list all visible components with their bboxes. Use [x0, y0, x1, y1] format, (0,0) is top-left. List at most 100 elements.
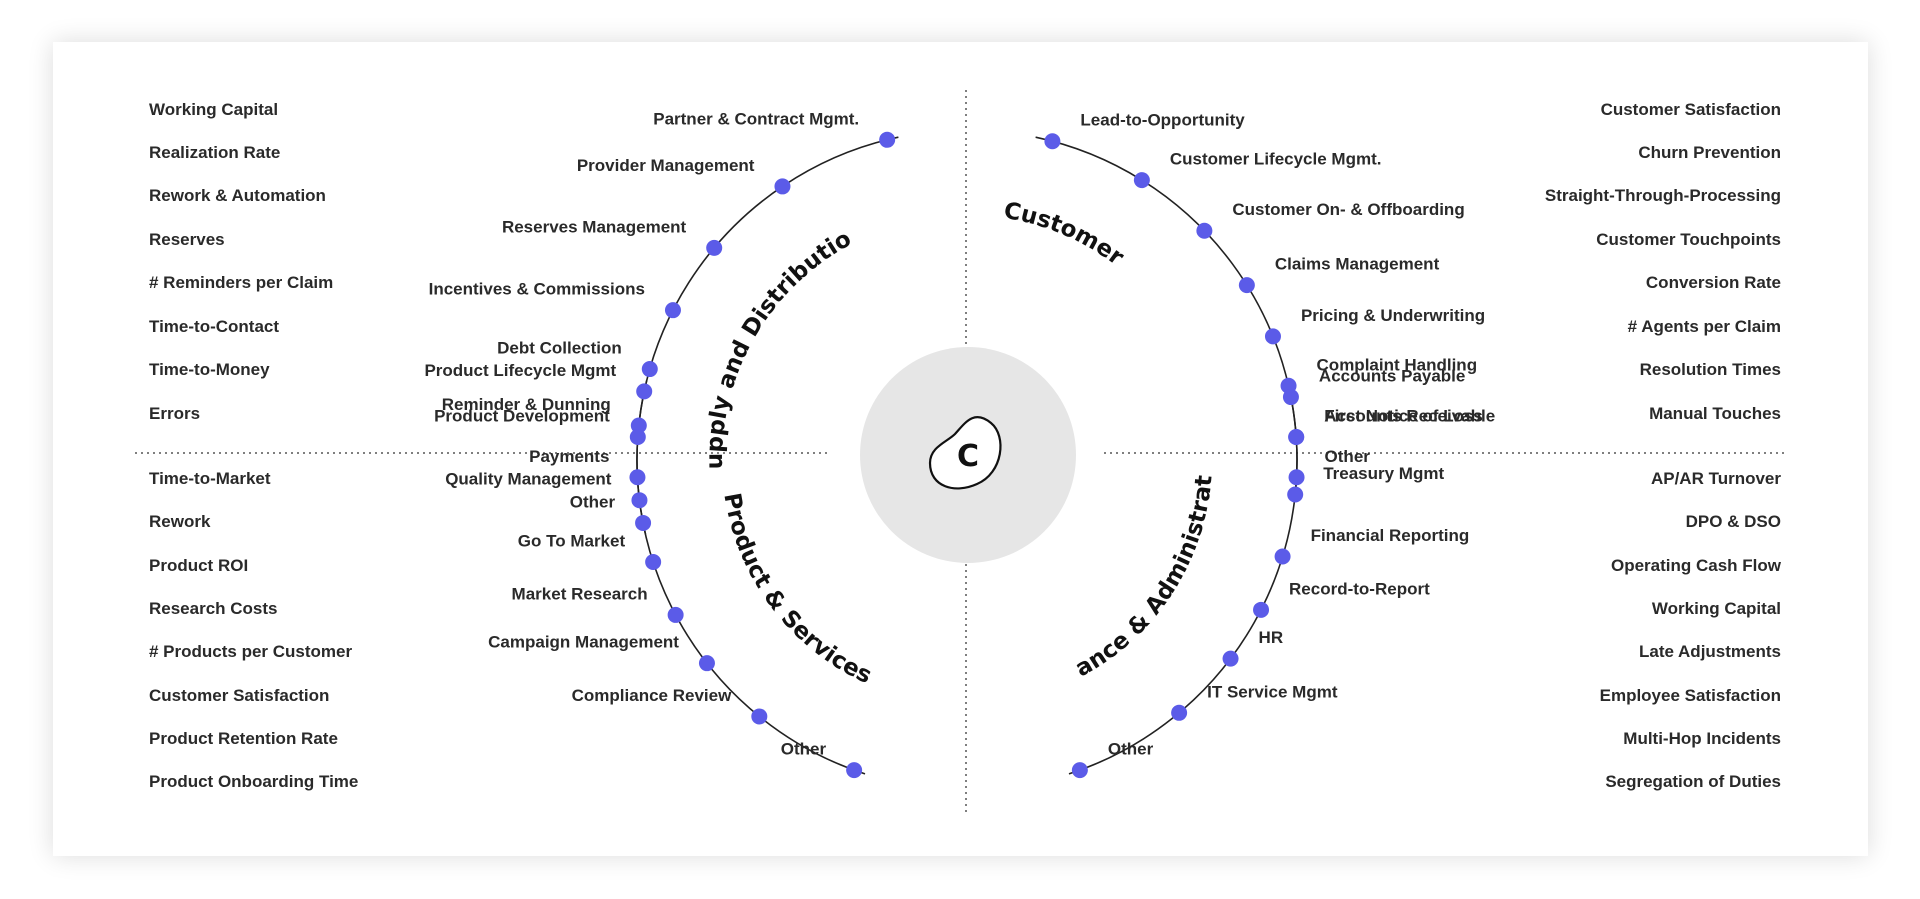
finance-kpi-item: DPO & DSO	[1685, 512, 1781, 531]
product-process-dot	[698, 655, 715, 672]
finance-process-dot	[1287, 486, 1304, 503]
process-labels: Partner & Contract Mgmt. Provider Managem…	[424, 109, 1495, 758]
product-process-label: Product Lifecycle Mgmt	[424, 361, 616, 380]
finance-process-dot	[1222, 650, 1239, 667]
customer-kpi-item: Customer Satisfaction	[1600, 100, 1781, 119]
supply-process-dot	[879, 131, 896, 148]
supply-kpi-item: Time-to-Contact	[149, 317, 280, 336]
supply-kpi-item: Rework & Automation	[149, 186, 326, 205]
finance-kpi-item: Segregation of Duties	[1605, 772, 1781, 791]
finance-process-label: Accounts Receivable	[1324, 406, 1495, 425]
product-process-label: Campaign Management	[488, 633, 679, 652]
supply-process-label: Incentives & Commissions	[429, 280, 645, 299]
supply-process-label: Other	[570, 492, 616, 511]
customer-kpi-item: Manual Touches	[1649, 404, 1781, 423]
finance-kpi-item: Multi-Hop Incidents	[1623, 729, 1781, 748]
finance-arc	[1068, 385, 1298, 775]
product-process-label: Go To Market	[518, 531, 626, 550]
supply-kpi-item: Realization Rate	[149, 143, 281, 162]
supply-process-dot	[635, 514, 652, 531]
finance-process-label: Treasury Mgmt	[1323, 464, 1444, 483]
process-wheel: C Partner & Contract Mgmt. Provider Manag…	[53, 42, 1788, 812]
customer-title: Customer	[1002, 198, 1129, 271]
finance-process-dot	[1288, 428, 1305, 445]
finance-process-dot	[1282, 389, 1299, 406]
center-hub: C	[860, 347, 1076, 563]
product-process-label: Quality Management	[445, 470, 612, 489]
finance-process-label: Record-to-Report	[1289, 579, 1430, 598]
supply-process-label: Reserves Management	[502, 217, 687, 236]
customer-process-label: Lead-to-Opportunity	[1080, 111, 1245, 130]
supply-process-dot	[664, 302, 681, 319]
product-kpi-item: Product Retention Rate	[149, 729, 338, 748]
finance-process-dot	[1253, 601, 1270, 618]
blob-logo-icon	[928, 416, 1002, 490]
product-process-dot	[751, 708, 768, 725]
product-process-label: Compliance Review	[572, 686, 732, 705]
supply-process-label: Debt Collection	[497, 339, 622, 358]
supply-kpi-item: Time-to-Money	[149, 360, 270, 379]
product-process-label: Product Development	[434, 406, 610, 425]
product-process-dot	[645, 553, 662, 570]
finance-kpi-item: Working Capital	[1651, 599, 1781, 618]
product-process-dot	[629, 428, 646, 445]
customer-arc	[1035, 136, 1298, 489]
customer-process-label: Customer On- & Offboarding	[1232, 200, 1464, 219]
customer-kpi-item: # Agents per Claim	[1627, 317, 1781, 336]
finance-process-label: Financial Reporting	[1311, 526, 1470, 545]
process-dots	[629, 131, 1305, 779]
customer-process-dot	[1044, 133, 1061, 150]
finance-process-dot	[1071, 762, 1088, 779]
supply-process-dot	[629, 469, 646, 486]
customer-process-dot	[1264, 328, 1281, 345]
finance-process-label: HR	[1259, 628, 1284, 647]
product-kpi-item: # Products per Customer	[149, 642, 353, 661]
product-kpi-item: Rework	[149, 512, 211, 531]
process-arcs	[636, 136, 1298, 775]
supply-kpi-item: # Reminders per Claim	[149, 273, 334, 292]
customer-process-label: First Notice of Loss	[1324, 406, 1483, 425]
customer-process-dot	[1288, 469, 1305, 486]
customer-kpi-item: Straight-Through-Processing	[1544, 186, 1781, 205]
product-kpi-item: Customer Satisfaction	[149, 686, 330, 705]
customer-kpi-item: Resolution Times	[1639, 360, 1781, 379]
finance-kpi-item: Employee Satisfaction	[1599, 686, 1781, 705]
supply-process-dot	[641, 361, 658, 378]
supply-process-label: Reminder & Dunning	[442, 395, 611, 414]
customer-process-label: Complaint Handling	[1317, 355, 1478, 374]
customer-process-label: Other	[1325, 447, 1371, 466]
supply-process-label: Partner & Contract Mgmt.	[653, 109, 859, 128]
finance-kpi-item: AP/AR Turnover	[1650, 469, 1781, 488]
supply-process-dot	[706, 239, 723, 256]
customer-process-label: Claims Management	[1275, 255, 1440, 274]
customer-process-label: Pricing & Underwriting	[1301, 306, 1485, 325]
product-process-dot	[636, 383, 653, 400]
customer-process-dot	[1238, 277, 1255, 294]
finance-process-label: IT Service Mgmt	[1207, 682, 1338, 701]
product-process-dot	[667, 606, 684, 623]
product-process-dot	[631, 492, 648, 509]
product-title: Product & Services	[718, 491, 875, 689]
customer-process-dot	[1133, 172, 1150, 189]
customer-kpi-item: Conversion Rate	[1645, 273, 1781, 292]
supply-kpi-item: Errors	[149, 404, 201, 423]
finance-process-label: Other	[1108, 740, 1154, 759]
finance-kpi-item: Operating Cash Flow	[1610, 556, 1781, 575]
supply-kpi-item: Working Capital	[149, 100, 279, 119]
supply-process-label: Provider Management	[577, 156, 755, 175]
finance-process-dot	[1274, 548, 1291, 565]
supply-process-label: Payments	[529, 447, 609, 466]
product-process-label: Other	[781, 740, 827, 759]
product-process-label: Market Research	[512, 584, 648, 603]
product-kpi-item: Research Costs	[149, 599, 278, 618]
logo-letter: C	[957, 439, 979, 474]
supply-process-dot	[630, 417, 647, 434]
product-process-dot	[846, 762, 863, 779]
supply-process-dot	[774, 178, 791, 195]
finance-process-label: Accounts Payable	[1319, 367, 1465, 386]
finance-kpi-item: Late Adjustments	[1638, 642, 1781, 661]
product-kpi-item: Product Onboarding Time	[149, 772, 359, 791]
customer-kpi-item: Churn Prevention	[1638, 143, 1781, 162]
finance-process-dot	[1171, 704, 1188, 721]
product-kpi-item: Product ROI	[149, 556, 249, 575]
